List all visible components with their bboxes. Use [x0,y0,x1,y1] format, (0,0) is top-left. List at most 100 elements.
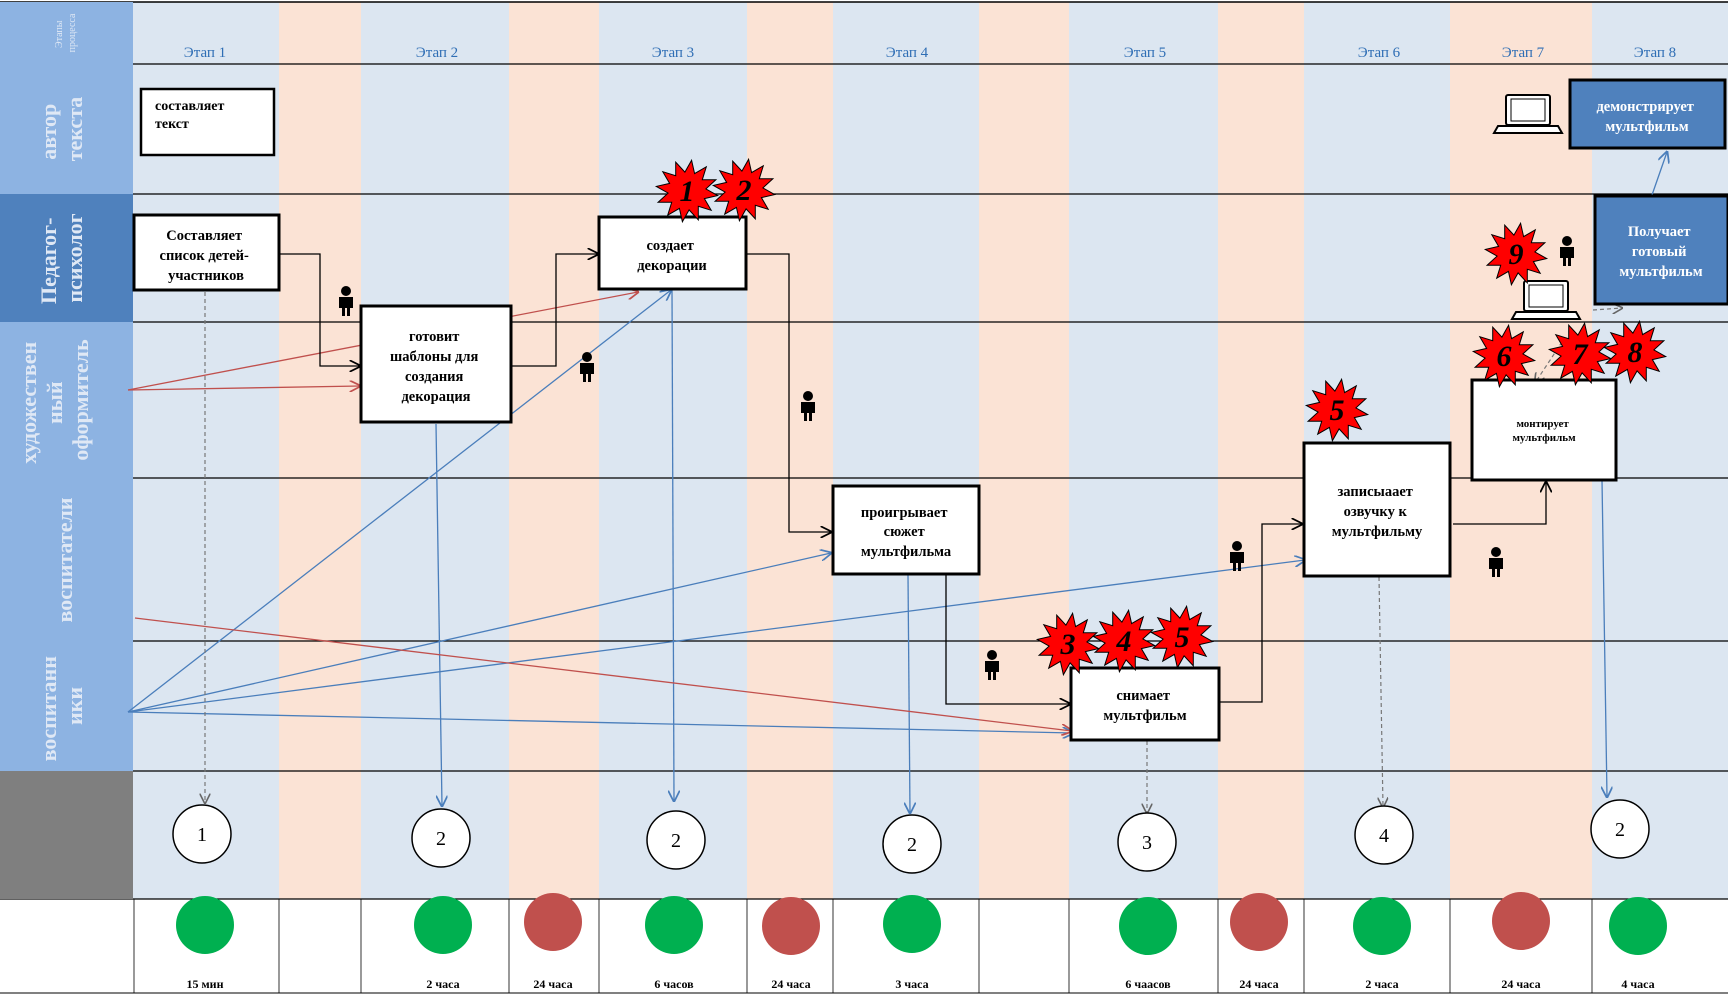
stage-stripe [979,2,1069,899]
problem-burst: 5 [1304,377,1370,443]
box-line: список детей- [160,248,249,264]
burst-number: 2 [736,174,752,207]
svg-text:снимает мультфильм: снимает мультфильм [1103,688,1186,724]
timeline-step: 6 часов [645,896,703,991]
stage-stripe [361,2,509,899]
stage-label: Этап 2 [416,45,458,61]
timeline-step: 24 часа [1492,892,1550,991]
box-line: готовый [1632,244,1687,260]
count-value: 3 [1142,832,1152,854]
status-dot-red [1492,892,1550,950]
status-dot-red [524,893,582,951]
count-circle: 3 [1117,812,1177,872]
lane-header-psychologist [0,194,133,322]
burst-number: 3 [1060,628,1076,661]
lane-headers: Этапы процесса автор текста Педагог- пси… [0,2,133,899]
stage-labels: Этап 1 Этап 2 Этап 3 Этап 4 Этап 5 Этап … [184,45,1676,61]
lane-label-psychologist: Педагог- психолог [36,212,87,304]
timeline-step: 24 часа [524,893,582,991]
box-prepare-templates: готовит шаблоны для создания декорация [359,304,513,424]
stage-stripe [1069,2,1218,899]
stage-stripe [833,2,979,899]
status-dot-green [414,896,472,954]
box-shoot-film: снимает мультфильм [1069,666,1221,742]
timeline-step: 6 чаасов [1119,897,1177,991]
box-line: создает [646,238,693,254]
corner-header-label: Этапы процесса [54,13,78,52]
box-line: создания [405,369,464,385]
process-boxes: составляет текст Составляет список детей… [132,78,1728,742]
burst-number: 4 [1116,625,1132,658]
svg-text:создает декорации: создает декорации [637,238,707,274]
count-circle: 2 [411,808,471,868]
svg-text:монтирует мультфильм: монтирует мультфильм [1512,418,1576,444]
svg-text:Составляет список дете: Составляет список детей- участников [160,228,253,284]
svg-text:демонстрирует мультфил: демонстрирует мультфильм [1596,99,1697,135]
box-line: сюжет [884,524,925,540]
box-line: мультфильму [1332,524,1423,540]
status-dot-green [1609,897,1667,955]
problem-burst: 5 [1149,604,1215,670]
svg-text:составляет текст: составляет текст [155,99,228,132]
box-line: шаблоны для [390,349,479,365]
lane-header-artist [0,322,133,478]
count-value: 2 [907,834,917,856]
lane-header-educators [0,478,133,641]
people-count-circles: 1 2 2 2 3 4 2 [172,799,1650,874]
box-play-story: проигрывает сюжет мультфильма [831,484,981,576]
status-dot-green [883,895,941,953]
burst-number: 9 [1509,238,1524,271]
duration-label: 24 часа [1501,977,1540,991]
count-circle: 4 [1354,805,1414,865]
box-line: Получает [1628,224,1691,240]
lane-label-author: автор текста [36,97,87,162]
box-demonstrate-film: демонстрирует мультфильм [1568,78,1727,150]
duration-label: 2 часа [426,977,459,991]
count-value: 2 [436,828,446,850]
count-value: 4 [1379,825,1389,847]
burst-number: 6 [1497,340,1512,373]
stage-label: Этап 4 [886,45,929,61]
svg-text:Получает готовый: Получает готовый мультфильм [1619,224,1702,280]
box-line: декорация [401,389,470,405]
box-line: проигрывает [861,505,948,521]
box-line: готовит [409,329,459,345]
lane-label-artist: художествен ный оформитель [16,336,93,463]
corner-header-cell [0,2,133,64]
stage-label: Этап 7 [1502,45,1545,61]
problem-burst: 9 [1483,221,1549,287]
box-line: мультфильм [1605,119,1688,135]
box-compose-text: составляет текст [139,87,276,157]
box-line: Составляет [166,228,242,244]
count-circle: 2 [646,810,706,870]
stage-label: Этап 8 [1634,45,1676,61]
duration-label: 6 часов [654,977,694,991]
lane-label-educators: воспитатели [52,497,77,622]
duration-label: 24 часа [533,977,572,991]
box-line: декорации [637,258,707,274]
burst-number: 5 [1330,394,1345,427]
problem-burst: 3 [1035,611,1101,677]
box-line: мультфильм [1512,432,1576,444]
lane-header-children [0,641,133,771]
box-create-decor: создает декорации [597,215,748,291]
burst-number: 5 [1175,621,1190,654]
duration-label: 24 часа [771,977,810,991]
duration-label: 4 часа [1621,977,1654,991]
box-line: демонстрирует [1596,99,1693,115]
svg-text:записыаает озвучку к: записыаает озвучку к мультфильму [1332,484,1423,540]
problem-burst: 8 [1602,319,1668,385]
status-dot-green [176,896,234,954]
box-line: участников [168,268,244,284]
count-value: 1 [197,824,207,846]
problem-burst: 1 [654,158,720,224]
status-dot-red [1230,893,1288,951]
stage-stripe [279,2,361,899]
stage-label: Этап 5 [1124,45,1166,61]
duration-label: 6 чаасов [1125,977,1171,991]
